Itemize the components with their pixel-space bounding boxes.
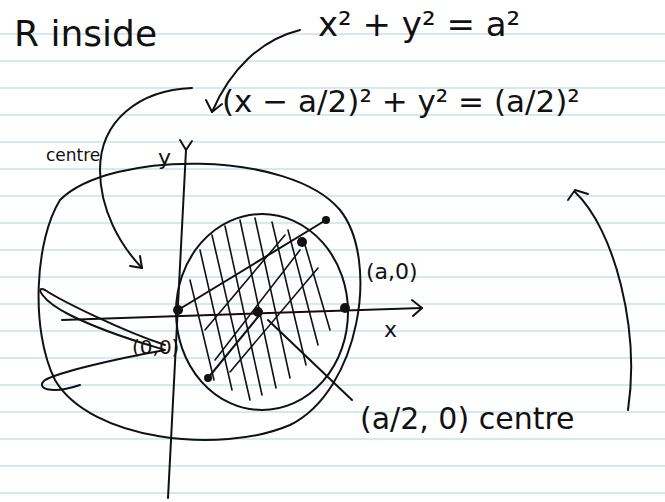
arrow-head	[568, 190, 588, 200]
radius-line	[208, 312, 262, 378]
axis-label: y	[158, 146, 171, 170]
ruled-lines	[0, 34, 665, 493]
equation: x² + y² = a²	[318, 6, 520, 43]
points	[173, 216, 350, 382]
radius-line	[178, 220, 326, 310]
coordinate-label: (a/2, 0) centre	[360, 402, 575, 435]
arrow-head	[206, 100, 222, 112]
shading	[190, 218, 330, 400]
y-axis-arrow	[180, 140, 192, 150]
x-axis	[62, 308, 422, 320]
equation: (x − a/2)² + y² = (a/2)²	[222, 84, 580, 118]
point-label: centre	[46, 146, 100, 165]
arrow-head	[130, 256, 142, 268]
region-note: R inside	[14, 14, 157, 54]
x-axis-arrow	[412, 300, 422, 316]
leader-line	[268, 320, 352, 400]
coordinate-label: (0,0)	[132, 336, 179, 358]
y-axis	[168, 150, 186, 498]
bracket-arc	[575, 192, 631, 410]
arrow-line	[100, 88, 192, 268]
coordinate-label: (a,0)	[366, 260, 418, 284]
axis-label: x	[384, 318, 397, 342]
big-circle	[39, 164, 361, 440]
